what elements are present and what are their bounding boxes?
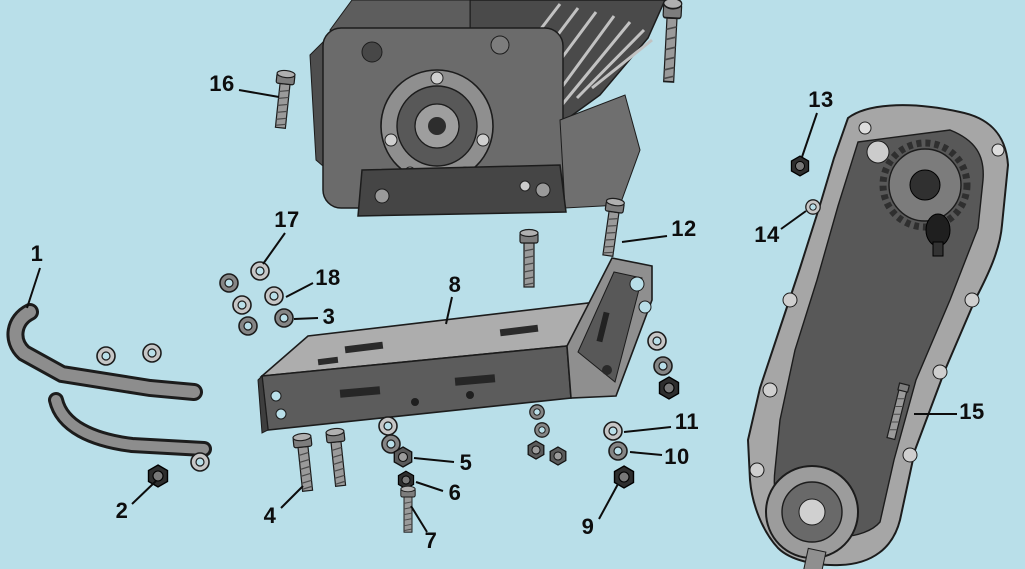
bolt-7 xyxy=(400,485,416,533)
callout-label-15: 15 xyxy=(959,399,985,424)
bolt-engine-mid xyxy=(519,228,539,288)
callout-label-5: 5 xyxy=(459,450,473,475)
nut-plate xyxy=(658,376,680,400)
callout-label-8: 8 xyxy=(448,272,462,297)
callout-label-13: 13 xyxy=(808,87,834,112)
hardware xyxy=(147,0,911,533)
callout-label-12: 12 xyxy=(671,216,697,241)
washer-near-2 xyxy=(190,452,210,472)
callout-label-1: 1 xyxy=(30,241,44,266)
bolt-16 xyxy=(270,69,296,130)
nut-under-bracket-2 xyxy=(549,446,567,466)
washer-above-5 xyxy=(378,416,398,436)
transmission-case xyxy=(746,104,1010,569)
callout-label-16: 16 xyxy=(209,71,235,96)
washer-under-bracket-2 xyxy=(534,422,550,438)
callout-label-4: 4 xyxy=(263,503,277,528)
nut-9 xyxy=(613,465,635,489)
bolt-4b xyxy=(325,427,351,488)
callout-label-9: 9 xyxy=(581,514,595,539)
callout-label-11: 11 xyxy=(674,409,700,434)
washer-stack-a1 xyxy=(219,273,239,293)
washer-plate-2 xyxy=(653,356,673,376)
washer-stack-a3 xyxy=(238,316,258,336)
callout-label-18: 18 xyxy=(315,265,341,290)
nut-under-bracket-1 xyxy=(527,440,545,460)
bolt-4a xyxy=(292,432,318,493)
nut-13 xyxy=(790,155,810,177)
washer-11 xyxy=(603,421,623,441)
callout-label-7: 7 xyxy=(424,528,438,553)
washer-18 xyxy=(264,286,284,306)
handle-washer-2 xyxy=(142,343,162,363)
callout-label-2: 2 xyxy=(115,498,129,523)
washer-10 xyxy=(608,441,628,461)
bolt-2 xyxy=(147,464,169,488)
callout-label-17: 17 xyxy=(274,207,300,232)
washer-stack-a2 xyxy=(232,295,252,315)
washer-17 xyxy=(250,261,270,281)
mounting-bracket xyxy=(257,257,653,434)
handlebar xyxy=(6,303,212,457)
callout-label-6: 6 xyxy=(448,480,462,505)
washer-3 xyxy=(274,308,294,328)
handle-washer-1 xyxy=(96,346,116,366)
callout-label-10: 10 xyxy=(664,444,690,469)
washer-under-bracket-1 xyxy=(529,404,545,420)
washer-plate-1 xyxy=(647,331,667,351)
callout-label-3: 3 xyxy=(322,304,336,329)
pin-15 xyxy=(886,382,911,441)
engine xyxy=(309,0,666,217)
bolt-engine-top xyxy=(658,0,683,84)
callout-label-14: 14 xyxy=(754,222,780,247)
washer-14 xyxy=(805,199,821,215)
nut-5 xyxy=(393,446,413,468)
